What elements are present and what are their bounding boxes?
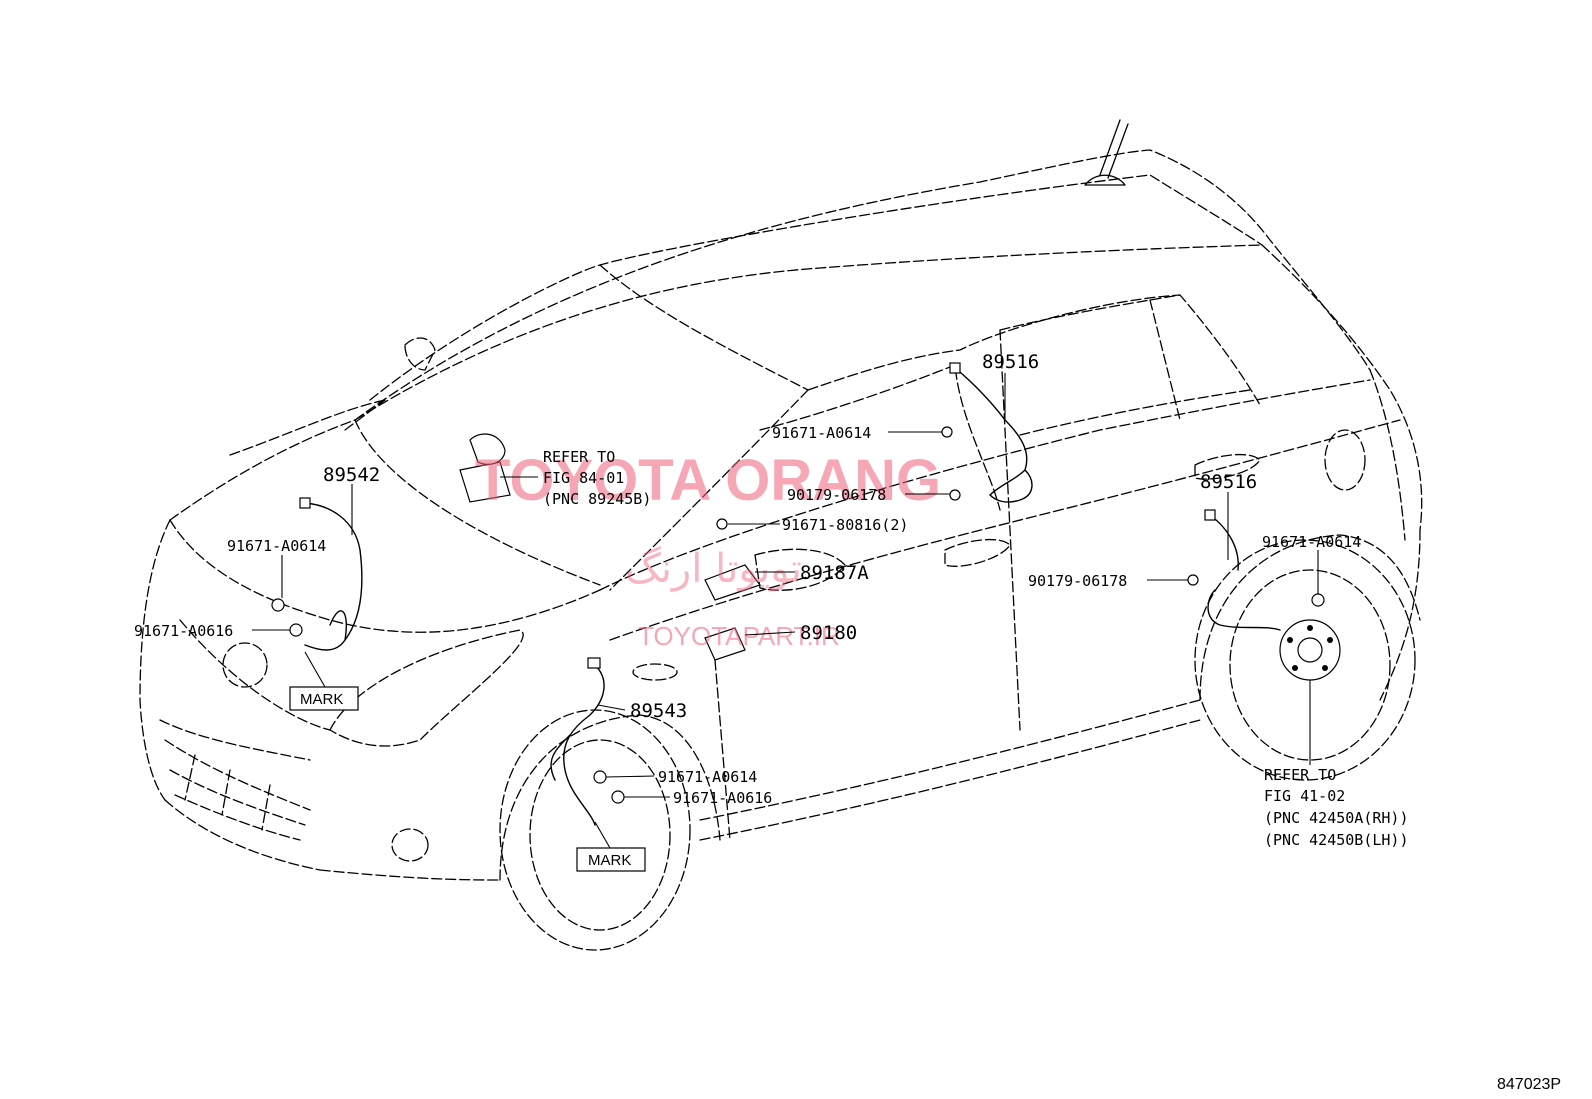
refer-note-line: (PNC 42450B(LH)) bbox=[1264, 831, 1409, 849]
mark-box-front-right: MARK bbox=[576, 847, 646, 872]
refer-note-line: FIG 84-01 bbox=[543, 469, 624, 487]
refer-note-line: (PNC 89245B) bbox=[543, 490, 651, 508]
callout-89516-rear-wheel: 89516 bbox=[1200, 471, 1257, 493]
callout-89187a: 89187A bbox=[800, 562, 869, 584]
mark-label: MARK bbox=[588, 852, 631, 869]
refer-note-line: FIG 41-02 bbox=[1264, 787, 1345, 805]
callout-labels: 89516 91671-A0614 90179-06178 91671-8081… bbox=[134, 351, 1361, 807]
abs-sensor-wires bbox=[271, 362, 1341, 826]
callout-89542: 89542 bbox=[323, 464, 380, 486]
refer-note-rear-hub: REFER TO FIG 41-02 (PNC 42450A(RH)) (PNC… bbox=[1264, 766, 1409, 849]
leader-lines bbox=[252, 373, 1319, 849]
callout-91671-a0614-rear: 91671-A0614 bbox=[1262, 533, 1361, 551]
callout-90179-06178-rear: 90179-06178 bbox=[1028, 572, 1127, 590]
mark-label: MARK bbox=[300, 691, 343, 708]
callout-91671-a0614-front-left: 91671-A0614 bbox=[227, 537, 326, 555]
watermark-brand: TOYOTA ORANG bbox=[475, 448, 941, 513]
refer-note-line: REFER TO bbox=[543, 448, 615, 466]
callout-91671-a0616-front-right: 91671-A0616 bbox=[673, 789, 772, 807]
callout-89180: 89180 bbox=[800, 622, 857, 644]
refer-note-airbag-sensor: REFER TO FIG 84-01 (PNC 89245B) bbox=[543, 448, 651, 508]
refer-note-line: (PNC 42450A(RH)) bbox=[1264, 809, 1409, 827]
watermark-brand-farsi: تویوتا ارنگ bbox=[625, 546, 802, 592]
mark-box-front-left: MARK bbox=[289, 686, 359, 711]
callout-91671-a0614-front-right: 91671-A0614 bbox=[658, 768, 757, 786]
refer-note-line: REFER TO bbox=[1264, 766, 1336, 784]
callout-91671-a0616-front-left: 91671-A0616 bbox=[134, 622, 233, 640]
figure-code: 847023P bbox=[1497, 1076, 1561, 1093]
callout-91671-a0614-door: 91671-A0614 bbox=[772, 424, 871, 442]
callout-89516-rear-door: 89516 bbox=[982, 351, 1039, 373]
watermark-site: TOYOTAPART.IR bbox=[638, 621, 840, 651]
callout-90179-06178-door: 90179-06178 bbox=[787, 486, 886, 504]
callout-91671-80816: 91671-80816(2) bbox=[782, 516, 908, 534]
callout-89543: 89543 bbox=[630, 700, 687, 722]
watermark: TOYOTA ORANG تویوتا ارنگ TOYOTAPART.IR bbox=[475, 448, 941, 651]
